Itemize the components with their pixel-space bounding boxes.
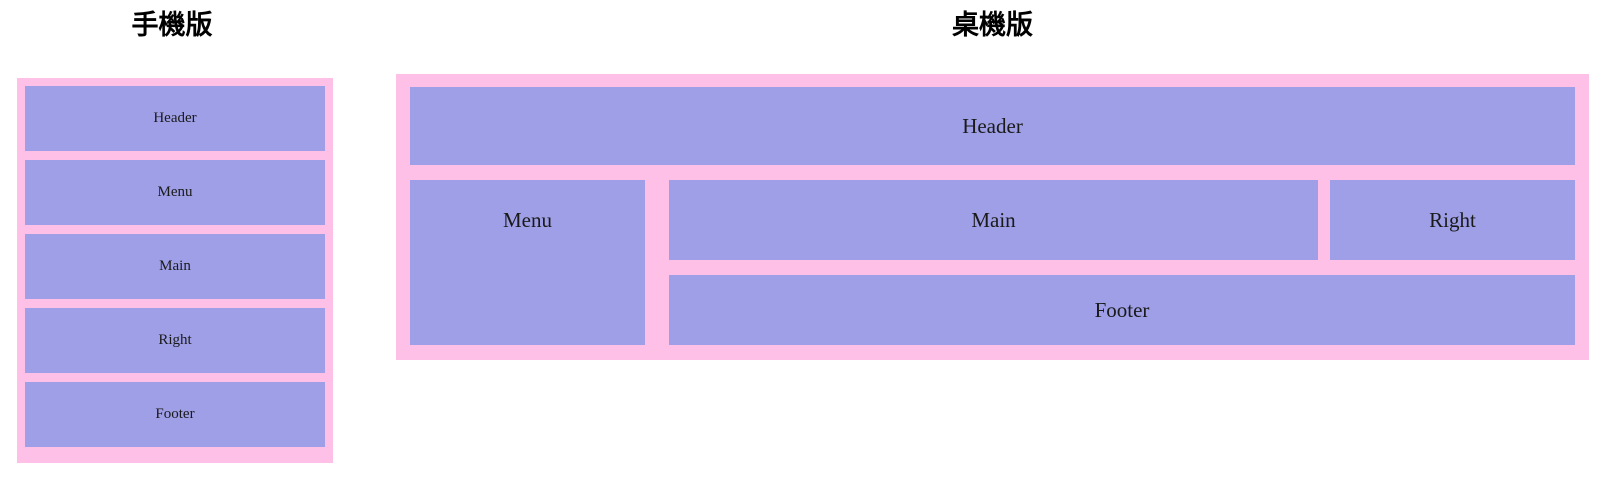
mobile-layout-title: 手機版 bbox=[131, 10, 213, 40]
mobile-block-footer: Footer bbox=[25, 382, 325, 447]
mobile-block-menu: Menu bbox=[25, 160, 325, 225]
mobile-layout-frame: Header Menu Main Right Footer bbox=[17, 78, 333, 463]
desktop-block-right: Right bbox=[1330, 180, 1575, 260]
desktop-layout-title: 桌機版 bbox=[952, 10, 1033, 40]
mobile-block-right: Right bbox=[25, 308, 325, 373]
desktop-block-footer: Footer bbox=[669, 275, 1575, 345]
desktop-block-header: Header bbox=[410, 87, 1575, 165]
mobile-block-header: Header bbox=[25, 86, 325, 151]
desktop-layout-frame: Header Menu Main Right Footer bbox=[396, 74, 1589, 360]
mobile-block-main: Main bbox=[25, 234, 325, 299]
desktop-layout-grid: Header Menu Main Right Footer bbox=[410, 87, 1575, 347]
desktop-block-main: Main bbox=[669, 180, 1318, 260]
desktop-block-menu: Menu bbox=[410, 180, 645, 345]
